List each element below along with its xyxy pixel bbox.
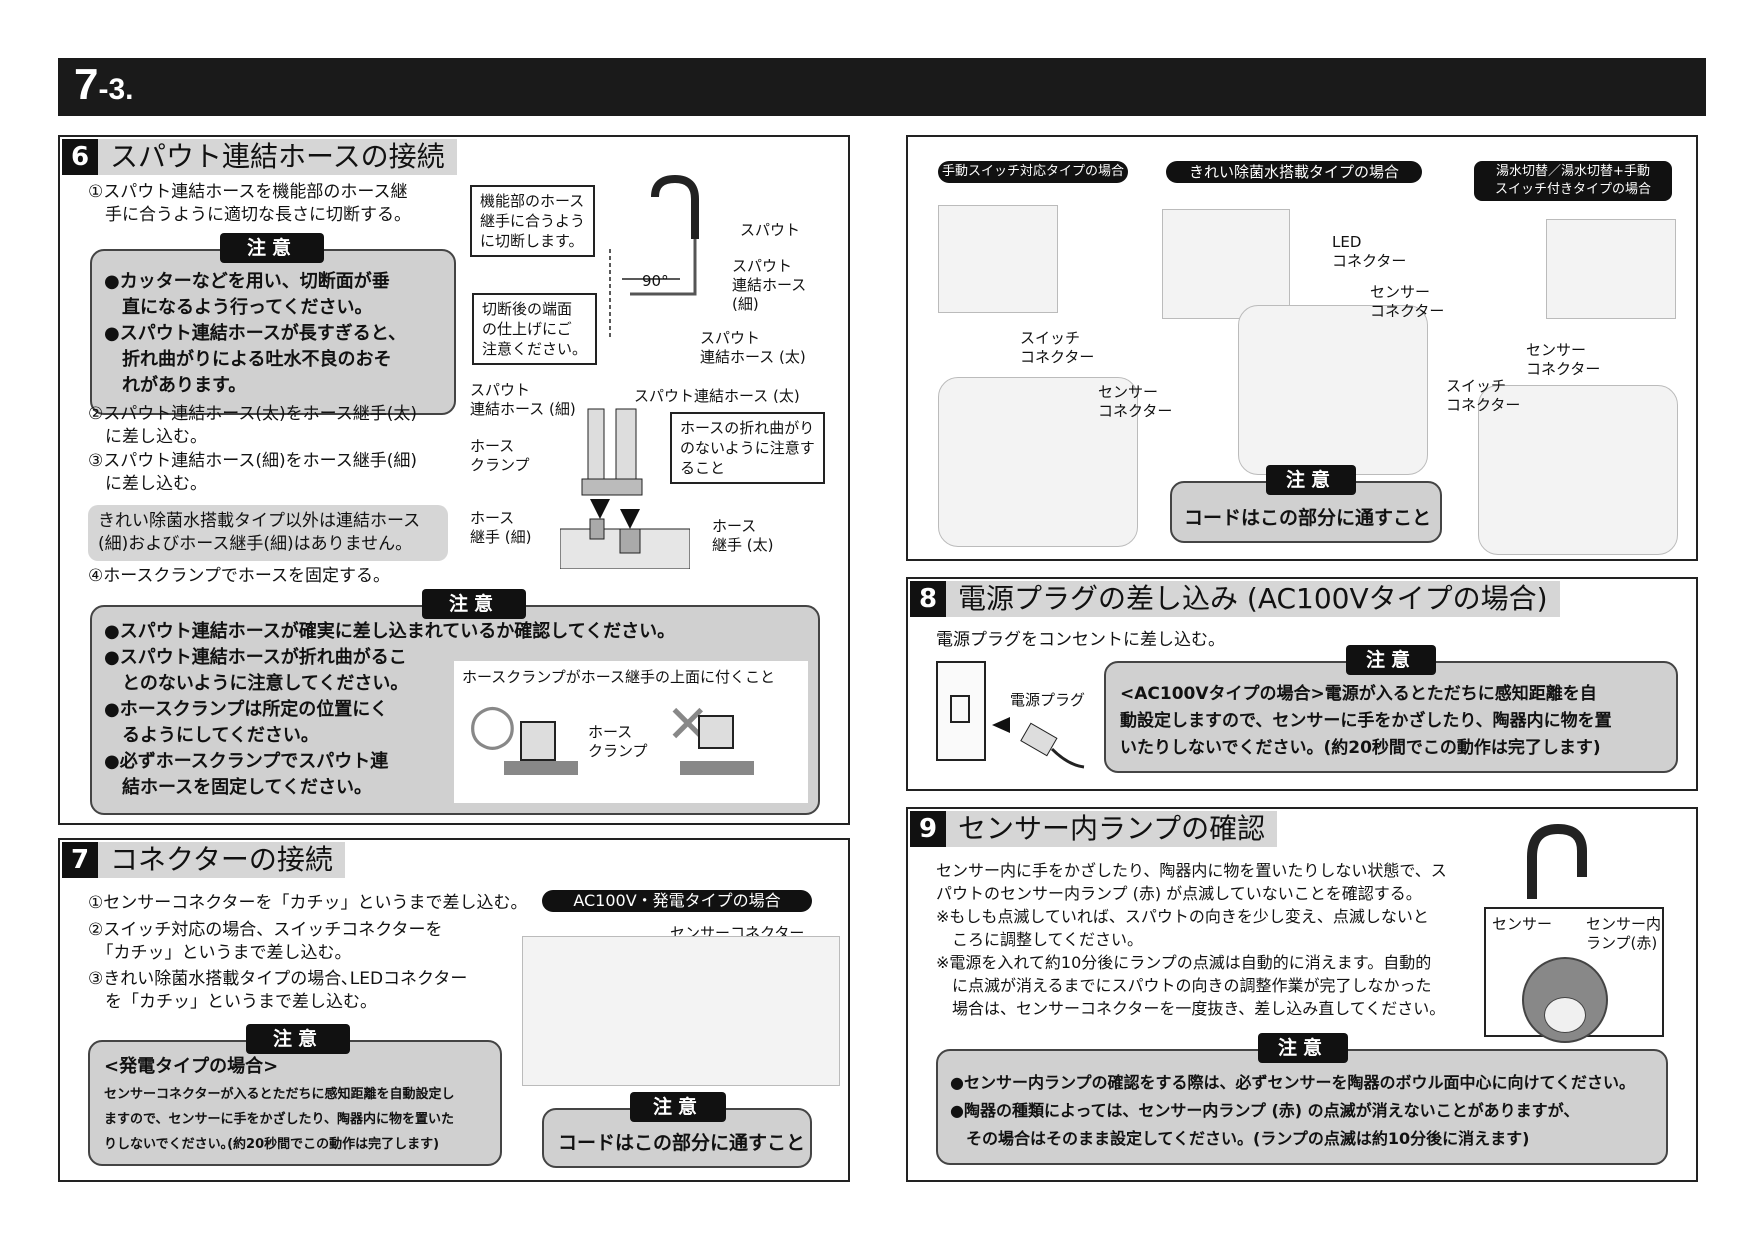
ng-clamp-shape bbox=[698, 715, 734, 749]
section-9-title: 9 センサー内ランプの確認 bbox=[910, 811, 1278, 847]
connector-photo-ac100v bbox=[522, 936, 840, 1086]
switch-connector-label: スイッチ コネクター bbox=[1020, 329, 1095, 366]
lamp-label: センサー内 ランプ(赤) bbox=[1586, 915, 1662, 952]
clamp-illustration-title: ホースクランプがホース継手の上面に付くこと bbox=[462, 668, 776, 686]
switch-connector-label: スイッチ コネクター bbox=[1446, 377, 1521, 414]
ac100v-type-pill: AC100V・発電タイプの場合 bbox=[542, 890, 812, 912]
clamp-position-illustration: ホースクランプがホース継手の上面に付くこと ○ ✕ ホース クランプ bbox=[454, 661, 808, 803]
caution-label: 注意 bbox=[1258, 1033, 1348, 1063]
outlet-illustration bbox=[936, 661, 986, 761]
clean-water-photo bbox=[1162, 209, 1290, 319]
spout-diagram bbox=[609, 174, 699, 339]
hot-cold-switch-photo bbox=[1546, 219, 1676, 319]
hose-joint-illustration bbox=[560, 408, 690, 569]
joint-thin-label: ホース 継手 (細) bbox=[470, 509, 532, 546]
sec6-step2: ②スパウト連結ホース(太)をホース継手(太) に差し込む。 bbox=[88, 404, 418, 447]
sec9-text: センサー内に手をかざしたり、陶器内に物を置いたりしない状態で、ス パウトのセンサ… bbox=[936, 861, 1447, 1018]
finish-note: 切断後の端面 の仕上げにご 注意ください。 bbox=[472, 293, 598, 365]
sec7-step1: ①センサーコネクターを「カチッ」というまで差し込む。 bbox=[88, 893, 528, 913]
caution-label: 注意 bbox=[422, 589, 526, 619]
sensor-connector-label: センサー コネクター bbox=[1370, 283, 1445, 320]
cord-caution-text: コードはこの部分に通すこと bbox=[558, 1132, 806, 1154]
ok-clamp-base bbox=[504, 761, 578, 775]
caution-label: 注意 bbox=[630, 1092, 726, 1122]
section-9-number: 9 bbox=[910, 811, 946, 847]
caution-text: ●スパウト連結ホースが確実に差し込まれているか確認してください。 ●スパウト連結… bbox=[104, 621, 676, 798]
section-7-number: 7 bbox=[62, 842, 98, 878]
caution-text: ●カッターなどを用い、切断面が垂 直になるよう行ってください。 ●スパウト連結ホ… bbox=[104, 271, 407, 396]
sec6-caution2: 注意 ●スパウト連結ホースが確実に差し込まれているか確認してください。 ●スパウ… bbox=[90, 589, 820, 815]
sec7-step3: ③きれい除菌水搭載タイプの場合､LEDコネクター を「カチッ」というまで差し込む… bbox=[88, 969, 468, 1012]
thin-hose-label: スパウト 連結ホース (細) bbox=[732, 257, 807, 313]
caution-label: 注意 bbox=[220, 233, 324, 263]
cut-note: 機能部のホース 継手に合うよう に切断します。 bbox=[470, 185, 596, 257]
clean-water-type-pill: きれい除菌水搭載タイプの場合 bbox=[1166, 161, 1422, 183]
caution-heading: <発電タイプの場合> bbox=[104, 1056, 279, 1077]
spout-icon bbox=[1527, 823, 1587, 899]
section-8-title: 8 電源プラグの差し込み (AC100Vタイプの場合) bbox=[910, 581, 1560, 617]
joint-thick-label: ホース 継手 (太) bbox=[712, 517, 774, 554]
caution-label: 注意 bbox=[1266, 465, 1356, 495]
manual-switch-unit bbox=[938, 377, 1138, 547]
sec7-step2: ②スイッチ対応の場合、スイッチコネクターを 「カチッ」というまで差し込む。 bbox=[88, 920, 443, 963]
section-7-title: 7 コネクターの接続 bbox=[62, 842, 345, 878]
sec9-caution: 注意 ●センサー内ランプの確認をする際は、必ずセンサーを陶器のボウル面中心に向け… bbox=[936, 1033, 1668, 1165]
sensor-label: センサー bbox=[1492, 915, 1553, 933]
sec7-caution: 注意 <発電タイプの場合> センサーコネクターが入るとただちに感知距離を自動設定… bbox=[88, 1024, 502, 1166]
clamp-label: ホース クランプ bbox=[588, 723, 648, 760]
sensor-closeup: センサー センサー内 ランプ(赤) bbox=[1484, 907, 1664, 1043]
page-number: 7-3. bbox=[74, 60, 134, 109]
thick-hose-label-2: スパウト連結ホース (太) bbox=[634, 387, 800, 405]
sec8-caution: 注意 <AC100Vタイプの場合>電源が入るとただちに感知距離を自 動設定します… bbox=[1104, 645, 1678, 773]
ok-clamp-shape bbox=[520, 721, 556, 761]
sec7-cord-caution: 注意 コードはこの部分に通すこと bbox=[542, 1092, 812, 1168]
sec6-step1: ①スパウト連結ホースを機能部のホース継 手に合うように適切な長さに切断する。 bbox=[88, 182, 411, 225]
thick-hose-label: スパウト 連結ホース (太) bbox=[700, 329, 806, 366]
sec6-step4: ④ホースクランプでホースを固定する。 bbox=[88, 566, 391, 586]
section-9-panel: 9 センサー内ランプの確認 センサー内に手をかざしたり、陶器内に物を置いたりしな… bbox=[906, 807, 1698, 1182]
sensor-connector-label: センサー コネクター bbox=[1526, 341, 1601, 378]
connector-cord-caution: 注意 コードはこの部分に通すこと bbox=[1170, 465, 1442, 543]
plug-icon bbox=[992, 717, 1085, 769]
sec8-step: 電源プラグをコンセントに差し込む。 bbox=[936, 630, 1225, 650]
section-8-number: 8 bbox=[910, 581, 946, 617]
sec6-step3: ③スパウト連結ホース(細)をホース継手(細) に差し込む。 bbox=[88, 451, 418, 494]
sensor-connector-label: センサー コネクター bbox=[1098, 383, 1173, 420]
sensor-lens bbox=[1544, 997, 1586, 1033]
spout-label: スパウト bbox=[740, 221, 801, 239]
section-6-panel: 6 スパウト連結ホースの接続 ①スパウト連結ホースを機能部のホース継 手に合うよ… bbox=[58, 135, 850, 825]
outlet-face bbox=[950, 695, 970, 723]
hot-cold-switch-unit bbox=[1478, 385, 1678, 555]
bend-note: ホースの折れ曲がり のないように注意す ること bbox=[670, 412, 825, 484]
led-connector-label: LED コネクター bbox=[1332, 233, 1407, 270]
thin-hose-label-2: スパウト 連結ホース (細) bbox=[470, 381, 576, 418]
sec6-caution1: 注意 ●カッターなどを用い、切断面が垂 直になるよう行ってください。 ●スパウト… bbox=[90, 233, 456, 415]
hot-cold-switch-type-pill: 湯水切替／湯水切替+手動 スイッチ付きタイプの場合 bbox=[1474, 161, 1672, 201]
page-header-bar: 7-3. bbox=[58, 58, 1706, 116]
ng-clamp-base bbox=[680, 761, 754, 775]
section-8-panel: 8 電源プラグの差し込み (AC100Vタイプの場合) 電源プラグをコンセントに… bbox=[906, 577, 1698, 791]
caution-label: 注意 bbox=[246, 1024, 350, 1054]
manual-switch-type-pill: 手動スイッチ対応タイプの場合 bbox=[938, 161, 1128, 183]
manual-switch-photo bbox=[938, 205, 1058, 313]
angle-label: 90° bbox=[642, 272, 669, 290]
caution-text: ●センサー内ランプの確認をする際は、必ずセンサーを陶器のボウル面中心に向けてくだ… bbox=[950, 1073, 1636, 1148]
ok-circle-icon: ○ bbox=[468, 692, 517, 757]
caution-text: センサーコネクターが入るとただちに感知距離を自動設定し ますので、センサーに手を… bbox=[104, 1087, 455, 1152]
section-7-panel: 7 コネクターの接続 ①センサーコネクターを「カチッ」というまで差し込む。 ②ス… bbox=[58, 838, 850, 1182]
cord-caution-text: コードはこの部分に通すこと bbox=[1184, 507, 1432, 529]
section-6-title: 6 スパウト連結ホースの接続 bbox=[62, 139, 457, 175]
sec6-note: きれい除菌水搭載タイプ以外は連結ホース (細)およびホース継手(細)はありません… bbox=[88, 505, 448, 561]
clean-water-unit bbox=[1238, 305, 1428, 475]
plug-label: 電源プラグ bbox=[1010, 691, 1086, 709]
connector-types-panel: 手動スイッチ対応タイプの場合 きれい除菌水搭載タイプの場合 湯水切替／湯水切替+… bbox=[906, 135, 1698, 561]
clamp-label: ホース クランプ bbox=[470, 437, 530, 474]
section-6-number: 6 bbox=[62, 139, 98, 175]
caution-text: <AC100Vタイプの場合>電源が入るとただちに感知距離を自 動設定しますので、… bbox=[1120, 684, 1612, 758]
caution-label: 注意 bbox=[1346, 645, 1436, 675]
